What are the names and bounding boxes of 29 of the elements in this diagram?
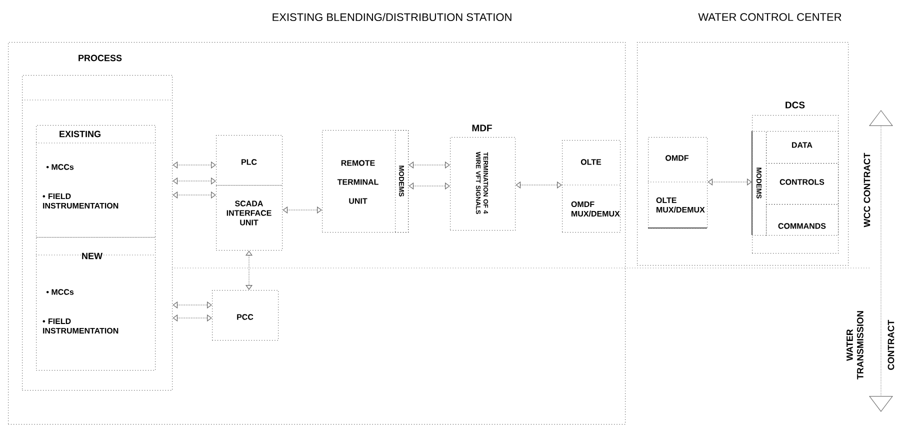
node-label: EXISTING BLENDING/DISTRIBUTION STATION [272, 12, 512, 22]
node-label: MDF [472, 124, 492, 132]
arrow [172, 161, 216, 169]
existing-box: EXISTING • MCCs • FIELD INSTRUMENTATION [36, 125, 156, 238]
node-label: PROCESS [78, 54, 122, 62]
contract-label: WATER TRANSMISSION [846, 311, 864, 380]
scada-box: SCADA INTERFACE UNIT [216, 185, 283, 251]
node-label: DCS [786, 102, 805, 108]
arrow [282, 206, 322, 214]
arrow [408, 161, 450, 169]
plc-box: PLC [216, 135, 283, 186]
node-label: WATER CONTROL CENTER [698, 13, 842, 21]
arrow [172, 301, 212, 309]
arrow [172, 177, 216, 185]
controls-box: CONTROLS [766, 163, 839, 205]
arrow [245, 250, 253, 290]
arrow [172, 314, 212, 322]
arrow [708, 178, 752, 186]
arrow [408, 182, 450, 190]
commands-box: COMMANDS [766, 204, 839, 236]
data-box: DATA [766, 131, 839, 164]
arrow [172, 191, 216, 199]
arrow [516, 181, 562, 189]
contract-label: CONTRACT [888, 320, 894, 370]
omdf-box: OMDF OLTE MUX/DEMUX [648, 137, 708, 229]
pcc-box: PCC [212, 290, 279, 341]
new-box: NEW • MCCs • FIELD INSTRUMENTATION [36, 237, 156, 371]
contract-label: WCC CONTRACT [864, 152, 870, 228]
olte-box: OLTE OMDF MUX/DEMUX [562, 140, 621, 233]
